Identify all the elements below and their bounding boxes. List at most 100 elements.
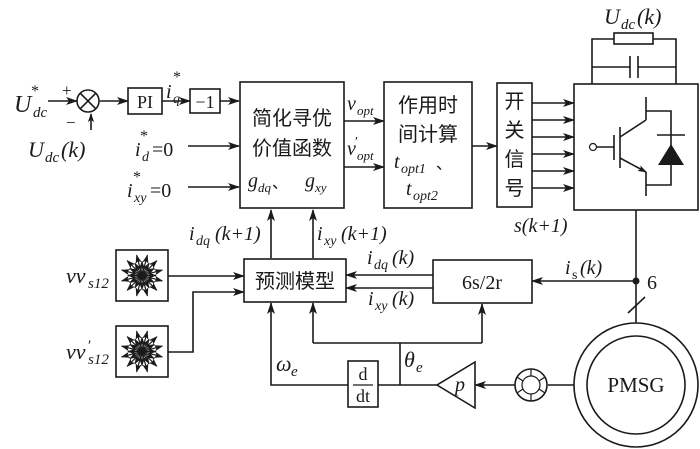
svg-text:e: e xyxy=(416,360,423,376)
vector-origin-dot xyxy=(140,349,144,354)
v-opt-label: v opt xyxy=(347,93,374,118)
svg-text:xy: xy xyxy=(133,191,147,206)
voltage-vector-arrow xyxy=(141,350,155,360)
voltage-vector-arrow xyxy=(134,351,143,365)
voltage-vector-arrow xyxy=(134,262,143,276)
svg-text:(k+1): (k+1) xyxy=(215,223,261,245)
svg-text:价值函数: 价值函数 xyxy=(252,136,332,160)
vector-set-vv-s12-prime xyxy=(115,325,169,378)
ixy-reference-label: i xy * =0 xyxy=(127,169,171,206)
svg-text:t: t xyxy=(394,151,400,173)
prediction-model-block: 预测模型 xyxy=(243,258,347,303)
svg-text:*: * xyxy=(133,169,141,186)
svg-text:dc: dc xyxy=(621,17,636,33)
minus-sign: − xyxy=(66,113,76,132)
svg-text:s: s xyxy=(572,268,577,283)
svg-text:i: i xyxy=(166,81,172,103)
svg-text:=0: =0 xyxy=(152,139,173,161)
phase-count-slash xyxy=(627,296,646,314)
svg-text:U: U xyxy=(14,92,33,118)
voltage-vector-arrow xyxy=(129,274,143,284)
pole-pair-gain-block: p xyxy=(435,360,476,410)
svg-text:dq: dq xyxy=(258,180,272,195)
omega-to-predict-arrow xyxy=(267,302,348,386)
svg-text:opt: opt xyxy=(357,103,374,118)
udc-reference-label: U dc * xyxy=(14,83,48,121)
voltage-vector-arrow xyxy=(141,343,155,353)
svg-text:xy: xy xyxy=(374,299,388,314)
svg-text:=0: =0 xyxy=(150,180,171,202)
summing-junction xyxy=(76,89,100,113)
idq-k-label: i dq (k) xyxy=(367,247,415,273)
svg-text:d: d xyxy=(142,150,150,165)
v-opt-prime-label: v ′ opt xyxy=(347,135,374,163)
udc-measured-label: U dc (k) xyxy=(28,137,85,166)
svg-text:′: ′ xyxy=(355,135,358,150)
vector-set-vv-s12-label: vv s12 xyxy=(66,263,109,292)
voltage-vector-star-icon xyxy=(120,330,164,373)
svg-text:6s/2r: 6s/2r xyxy=(462,272,502,294)
svg-text:p: p xyxy=(453,374,465,396)
dc-voltage-label: U dc (k) xyxy=(604,4,661,33)
phase-count-label: 6 xyxy=(647,272,657,294)
voltage-vector-arrow xyxy=(141,262,150,276)
svg-text:PMSG: PMSG xyxy=(607,373,664,397)
svg-text:v: v xyxy=(347,138,356,160)
plus-sign: + xyxy=(62,81,72,100)
duty-time-calculation-block: 作用时 间计算 t opt1 、 t opt2 xyxy=(383,81,473,209)
svg-text:dc: dc xyxy=(33,105,48,121)
svg-text:简化寻优: 简化寻优 xyxy=(252,106,332,130)
svg-text:s12: s12 xyxy=(88,276,109,292)
voltage-vector-star-icon xyxy=(120,254,164,297)
svg-text:i: i xyxy=(367,247,373,269)
voltage-vector-arrow xyxy=(141,274,155,284)
svg-text:vv: vv xyxy=(66,339,86,364)
idq-next-label: i dq (k+1) xyxy=(189,223,261,249)
vector-set-vv-s12 xyxy=(115,249,169,302)
svg-text:v: v xyxy=(347,93,356,115)
encoder-icon xyxy=(514,368,548,402)
diode-icon xyxy=(657,134,685,165)
svg-text:−1: −1 xyxy=(195,92,214,112)
pmsg-generator: PMSG xyxy=(573,322,699,448)
svg-text:g: g xyxy=(248,170,258,192)
svg-text:、: 、 xyxy=(436,154,452,173)
svg-text:作用时: 作用时 xyxy=(398,93,458,117)
switch-state-label: s(k+1) xyxy=(514,215,568,237)
svg-text:dq: dq xyxy=(196,234,210,249)
omega-label: ω e xyxy=(276,351,298,380)
svg-text:′: ′ xyxy=(88,338,91,354)
svg-text:q: q xyxy=(173,92,180,107)
svg-text:s12: s12 xyxy=(88,352,109,368)
ixy-k-label: i xy (k) xyxy=(368,288,415,314)
converter-block xyxy=(573,32,699,211)
gate-signal-arrows xyxy=(532,99,575,192)
svg-text:关: 关 xyxy=(505,118,525,142)
svg-text:(k): (k) xyxy=(580,257,603,279)
voltage-vector-arrow xyxy=(141,338,150,352)
iq-reference-label: i q * xyxy=(166,69,181,107)
svg-text:i: i xyxy=(189,223,195,245)
is-k-label: i s (k) xyxy=(565,257,603,283)
transform-6s-2r-block: 6s/2r xyxy=(432,259,533,304)
svg-text:、: 、 xyxy=(272,173,288,192)
svg-text:预测模型: 预测模型 xyxy=(255,269,335,293)
derivative-block: d dt xyxy=(347,360,379,408)
svg-text:vv: vv xyxy=(66,263,86,288)
voltage-vector-arrow xyxy=(129,343,143,353)
svg-text:*: * xyxy=(31,83,39,100)
dc-resistor xyxy=(613,32,654,45)
svg-text:xy: xy xyxy=(314,180,327,195)
svg-text:e: e xyxy=(291,364,298,380)
svg-text:号: 号 xyxy=(505,176,525,200)
vv-s12-prime-arrow xyxy=(168,288,245,353)
vector-origin-dot xyxy=(140,273,144,278)
svg-text:*: * xyxy=(173,69,181,86)
voltage-vector-arrow xyxy=(141,267,155,277)
svg-text:opt: opt xyxy=(357,148,374,163)
svg-text:dc: dc xyxy=(45,150,60,166)
svg-text:i: i xyxy=(317,223,323,245)
svg-text:开: 开 xyxy=(505,89,525,113)
voltage-vector-arrow xyxy=(134,338,143,352)
